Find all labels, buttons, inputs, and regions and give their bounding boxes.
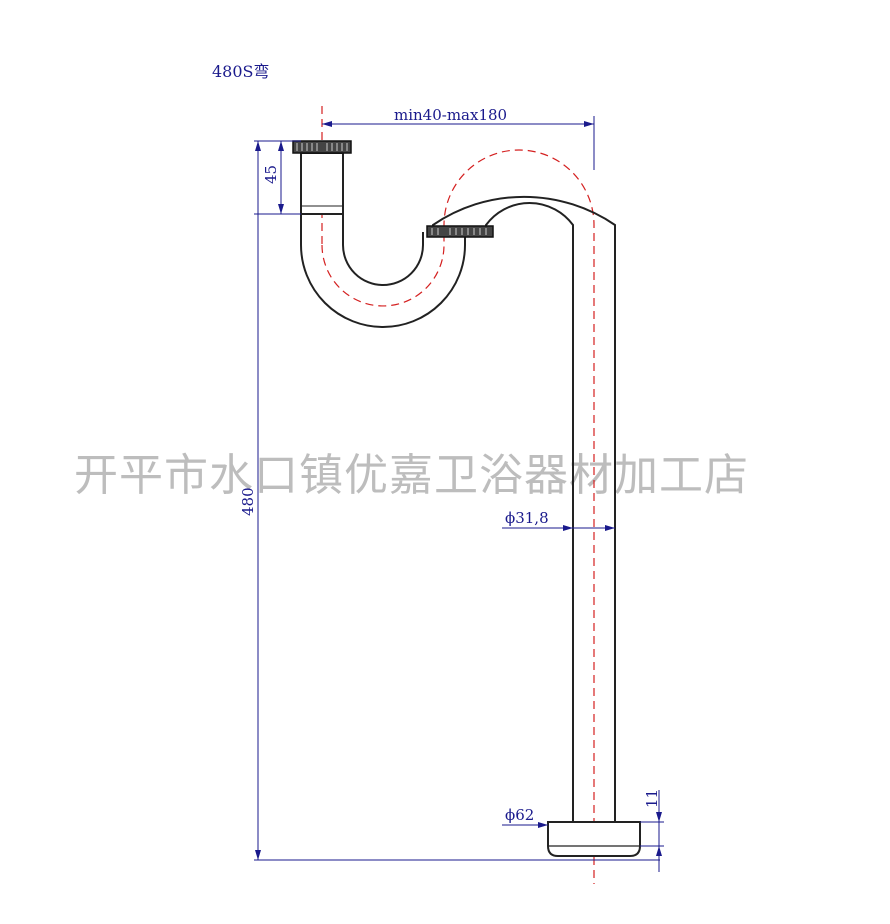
- flange-height-dimension: 11: [640, 789, 664, 872]
- drawing-title: 480S弯: [212, 62, 270, 81]
- inlet-height-dimension: 45: [254, 140, 301, 215]
- pipe-diameter-label: ϕ31,8: [505, 509, 549, 527]
- width-dim-label: min40-max180: [394, 106, 507, 124]
- pipe-diameter-dimension: ϕ31,8: [502, 509, 615, 531]
- width-dimension: min40-max180: [322, 106, 595, 170]
- inlet-height-label: 45: [262, 165, 280, 184]
- flange-diameter-label: ϕ62: [505, 806, 534, 824]
- shop-watermark: 开平市水口镇优嘉卫浴器材加工店: [74, 450, 749, 501]
- flange-height-label: 11: [643, 789, 661, 808]
- pipe-outline: [300, 195, 616, 822]
- inlet-nut: [292, 140, 352, 215]
- wall-flange: [547, 821, 641, 857]
- coupling-nut: [426, 225, 494, 238]
- total-height-dimension: 480: [239, 141, 660, 861]
- flange-diameter-dimension: ϕ62: [502, 806, 548, 828]
- total-height-label: 480: [239, 487, 257, 516]
